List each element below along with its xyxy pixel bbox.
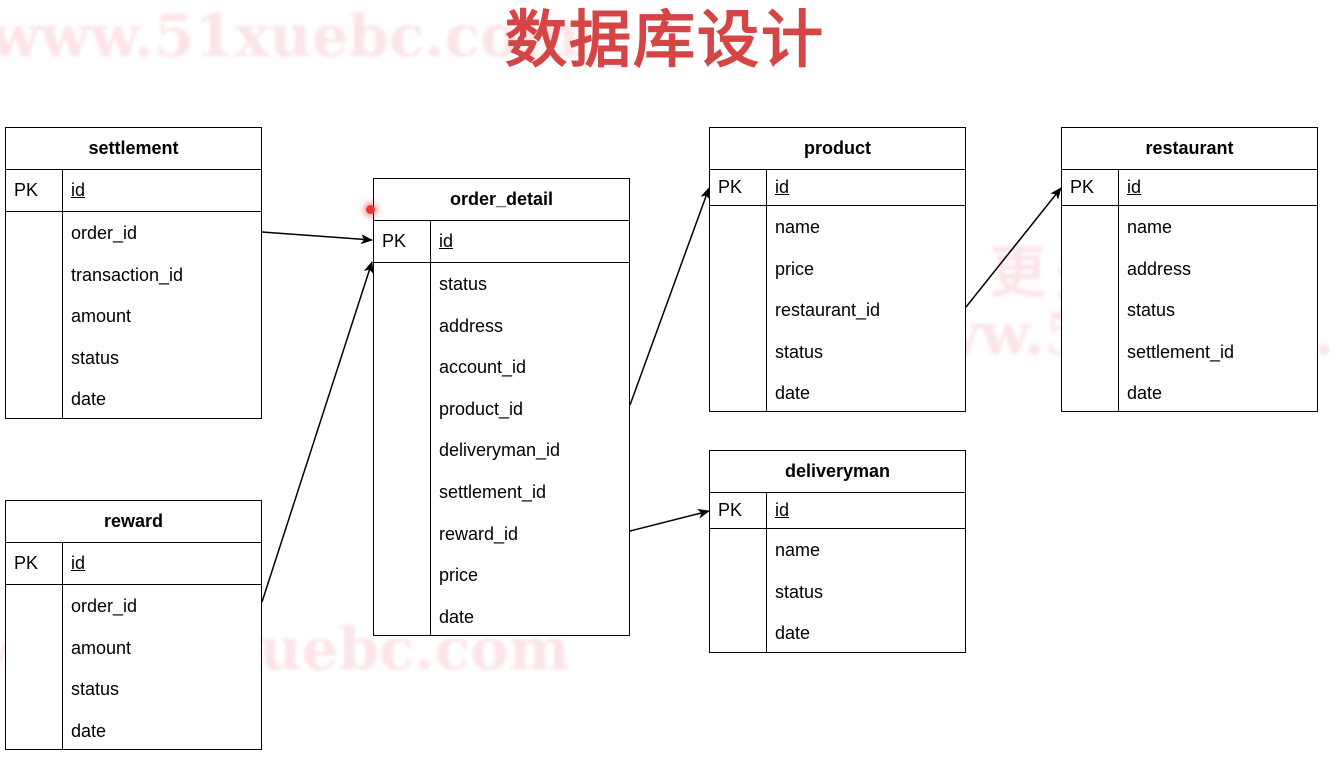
field-name: name	[775, 217, 821, 237]
field-date: date	[71, 720, 107, 741]
entity-order-detail[interactable]: order_detail PK id status address accoun…	[373, 178, 630, 636]
pk-row: PK id	[374, 221, 629, 263]
pk-field: id	[775, 500, 790, 520]
field-name: name	[775, 540, 821, 560]
page-title: 数据库设计	[504, 3, 825, 76]
field-account-id: account_id	[439, 357, 527, 378]
entity-settlement-name: settlement	[6, 128, 261, 170]
pk-field: id	[439, 231, 454, 251]
mouse-cursor-highlight	[366, 205, 375, 214]
field-settlement-id: settlement_id	[439, 481, 547, 502]
field-reward-id: reward_id	[439, 523, 519, 544]
field-date: date	[775, 623, 811, 643]
field-price: price	[775, 258, 815, 279]
field-status: status	[1127, 300, 1176, 320]
pk-row: PK id	[6, 543, 261, 585]
pk-label: PK	[6, 543, 63, 584]
field-status: status	[775, 341, 824, 362]
entity-deliveryman-name: deliveryman	[710, 451, 965, 493]
field-amount: amount	[71, 637, 132, 658]
entity-order-detail-name: order_detail	[374, 179, 629, 221]
pk-field: id	[1127, 177, 1142, 197]
link-order-detail-product	[629, 187, 710, 406]
field-price: price	[439, 565, 479, 586]
field-restaurant-id: restaurant_id	[775, 300, 881, 320]
field-date: date	[775, 383, 811, 403]
field-settlement-id: settlement_id	[1127, 341, 1235, 362]
link-order-detail-deliveryman	[629, 508, 710, 532]
field-name: name	[1127, 217, 1173, 237]
field-order-id: order_id	[71, 223, 138, 243]
entity-restaurant-name: restaurant	[1062, 128, 1317, 170]
pk-label: PK	[710, 493, 767, 528]
field-status: status	[71, 679, 120, 700]
pk-row: PK id	[710, 170, 965, 206]
field-deliveryman-id: deliveryman_id	[439, 440, 561, 461]
link-reward-order-detail	[261, 261, 374, 603]
link-product-restaurant	[965, 187, 1062, 308]
pk-label: PK	[1062, 170, 1119, 205]
field-date: date	[71, 389, 107, 410]
entity-restaurant[interactable]: restaurant PK id name address status set…	[1061, 127, 1318, 412]
entity-reward[interactable]: reward PK id order_id amount status date	[5, 500, 262, 750]
field-amount: amount	[71, 306, 132, 327]
entity-product-name: product	[710, 128, 965, 170]
link-settlement-order-detail	[261, 231, 373, 245]
field-product-id: product_id	[439, 398, 524, 419]
pk-label: PK	[374, 221, 431, 262]
field-transaction-id: transaction_id	[71, 264, 184, 285]
entity-deliveryman[interactable]: deliveryman PK id name status date	[709, 450, 966, 653]
pk-label: PK	[710, 170, 767, 205]
field-status: status	[439, 274, 488, 294]
field-date: date	[439, 606, 475, 627]
field-status: status	[775, 581, 824, 602]
pk-field: id	[71, 180, 86, 200]
field-order-id: order_id	[71, 596, 138, 616]
pk-field: id	[71, 553, 86, 573]
entity-reward-name: reward	[6, 501, 261, 543]
pk-row: PK id	[710, 493, 965, 529]
entity-product[interactable]: product PK id name price restaurant_id s…	[709, 127, 966, 412]
field-status: status	[71, 347, 120, 368]
pk-label: PK	[6, 170, 63, 211]
pk-row: PK id	[6, 170, 261, 212]
pk-field: id	[775, 177, 790, 197]
entity-settlement[interactable]: settlement PK id order_id transaction_id…	[5, 127, 262, 419]
pk-row: PK id	[1062, 170, 1317, 206]
field-date: date	[1127, 383, 1163, 403]
field-address: address	[439, 315, 504, 336]
field-address: address	[1127, 258, 1192, 279]
